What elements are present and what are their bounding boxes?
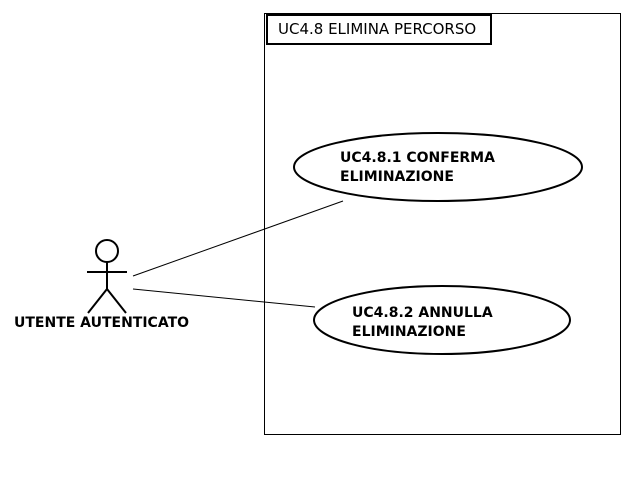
actor-icon[interactable]	[87, 239, 127, 314]
use-case-ellipse-cancel[interactable]	[313, 285, 571, 355]
system-boundary	[264, 13, 621, 435]
use-case-ellipse-confirm[interactable]	[293, 132, 583, 202]
use-case-label-line: UC4.8.1 CONFERMA	[340, 150, 495, 166]
use-case-label-line: UC4.8.2 ANNULLA	[352, 305, 493, 321]
system-title: UC4.8 ELIMINA PERCORSO	[266, 14, 492, 45]
association-line-cancel	[132, 288, 316, 308]
use-case-label-confirm: UC4.8.1 CONFERMA ELIMINAZIONE	[340, 149, 495, 187]
use-case-label-line: ELIMINAZIONE	[352, 324, 466, 340]
use-case-label-line: ELIMINAZIONE	[340, 169, 454, 185]
association-line-confirm	[132, 200, 344, 277]
actor-label: UTENTE AUTENTICATO	[14, 315, 190, 331]
use-case-label-cancel: UC4.8.2 ANNULLA ELIMINAZIONE	[352, 304, 493, 342]
